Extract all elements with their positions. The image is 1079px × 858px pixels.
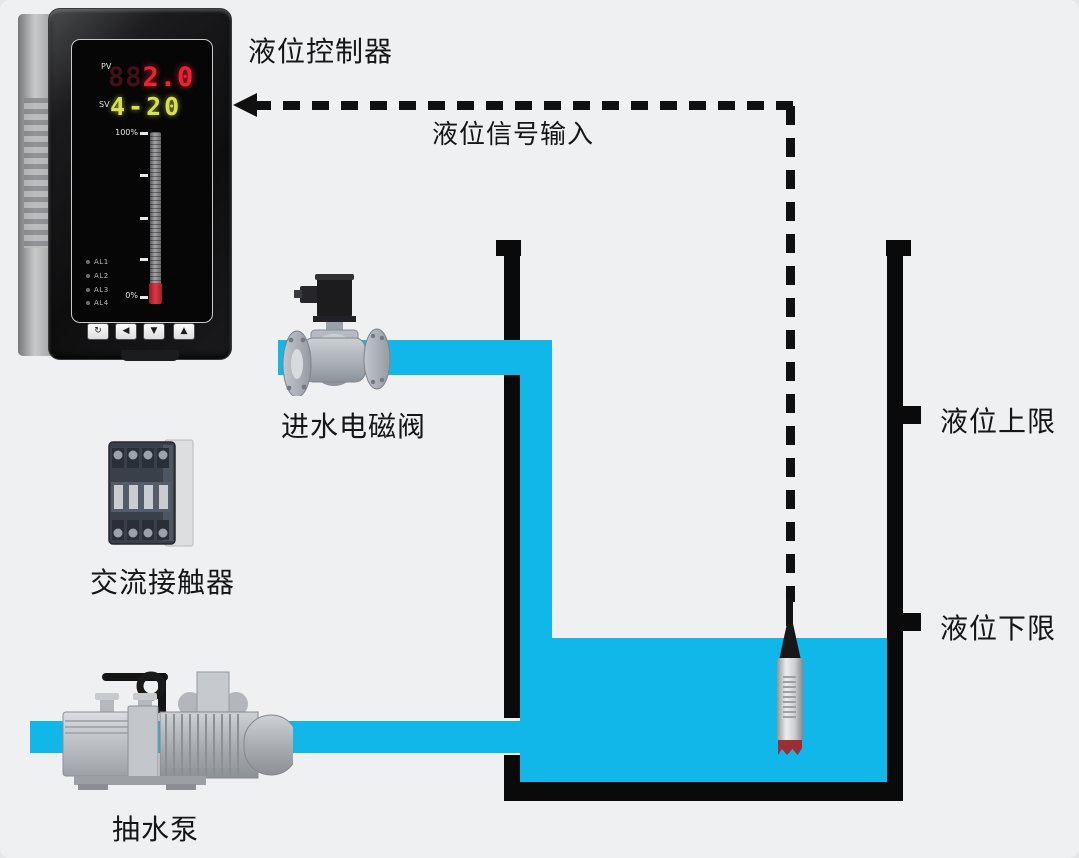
motor-ribbed-body: [159, 711, 259, 779]
signal-line-vertical: [786, 106, 795, 602]
scale-tick: [140, 296, 148, 299]
alarm-led-icon: [86, 274, 90, 278]
controller-display-window: PV 88 2.0 SV 4-20 100% 0% AL1 AL2: [71, 39, 213, 323]
contactor-slots: [114, 485, 168, 509]
water-pump: [62, 671, 293, 790]
level-sensor-tip: [778, 740, 802, 755]
alarm-label: AL1: [94, 258, 109, 266]
alarm-led-icon: [86, 301, 90, 305]
inlet-solenoid-valve: [282, 274, 391, 396]
up-button: ▲: [173, 323, 195, 340]
bargraph-track: [149, 132, 162, 304]
inlet-down-column: [520, 374, 552, 640]
alarm-label: AL2: [94, 272, 109, 280]
upper-limit-label: 液位上限: [940, 407, 1057, 438]
alarm-label: AL4: [94, 299, 109, 307]
alarm-indicator-al4: AL4: [86, 299, 109, 307]
alarm-led-icon: [86, 260, 90, 264]
alarm-indicator-al2: AL2: [86, 272, 109, 280]
controller-mount-tab: [121, 350, 179, 361]
contactor-top-terminals: [112, 448, 169, 468]
pump-foot: [78, 784, 108, 790]
tank-left-wall-middle: [504, 375, 520, 718]
alarm-label: AL3: [94, 286, 109, 294]
level-sensor-body: [777, 658, 803, 742]
controller-label: 液位控制器: [248, 37, 394, 68]
motor-end-cap: [243, 714, 293, 776]
valve-label: 进水电磁阀: [281, 412, 427, 443]
motor-junction-box: [196, 671, 230, 717]
alarm-indicator-al3: AL3: [86, 286, 109, 294]
motor-boss: [224, 692, 248, 716]
alarm-led-icon: [86, 288, 90, 292]
sensor-cable: [786, 598, 793, 626]
down-arrow-icon: ▼: [150, 326, 158, 336]
solenoid-coil-cap: [315, 274, 354, 280]
upper-limit-marker: [903, 406, 921, 424]
sv-label: SV: [99, 100, 110, 109]
scale-100-label: 100%: [115, 128, 138, 137]
lower-limit-marker: [903, 613, 921, 631]
bargraph-level-segment: [149, 283, 162, 304]
controller-front-bezel: PV 88 2.0 SV 4-20 100% 0% AL1 AL2: [48, 8, 232, 361]
motor-ribs: [165, 714, 239, 776]
scale-tick: [140, 217, 148, 220]
pv-readout: 88 2.0: [108, 62, 194, 93]
pv-ghost-digits: 88: [108, 62, 143, 93]
pump-base: [74, 776, 206, 785]
coil-base: [313, 316, 356, 322]
pump-foot: [166, 784, 196, 790]
motor-boss: [178, 692, 202, 716]
cycle-button: ↻: [87, 323, 109, 340]
lower-limit-label: 液位下限: [940, 614, 1057, 645]
vent-slots: [24, 98, 50, 248]
left-arrow-icon: ◀: [122, 326, 130, 336]
left-button: ◀: [115, 323, 137, 340]
coil-connector: [300, 286, 319, 303]
pump-mid-block: [127, 705, 159, 780]
ac-contactor: [108, 439, 194, 547]
pv-label: PV: [101, 62, 112, 71]
sensor-engraving: [783, 676, 796, 718]
valve-body: [302, 337, 366, 383]
down-button: ▼: [143, 323, 165, 340]
tank-right-wall: [887, 240, 903, 801]
cycle-icon: ↻: [94, 326, 102, 336]
valve-right-flange: [363, 328, 391, 390]
pump-label: 抽水泵: [112, 815, 200, 846]
contactor-label: 交流接触器: [90, 568, 236, 599]
scale-tick: [140, 174, 148, 177]
coil-connector-gland: [294, 290, 302, 298]
up-arrow-icon: ▲: [180, 326, 188, 336]
scale-tick: [140, 258, 148, 261]
signal-arrowhead-icon: [233, 93, 257, 117]
sv-value: 4-20: [110, 92, 183, 121]
solenoid-coil: [317, 276, 352, 318]
scale-tick: [140, 132, 148, 135]
pv-value: 2.0: [142, 62, 195, 93]
tank-left-wall-upper: [504, 240, 520, 340]
tank-floor: [504, 782, 903, 801]
level-controller: PV 88 2.0 SV 4-20 100% 0% AL1 AL2: [18, 8, 232, 362]
signal-label: 液位信号输入: [432, 120, 595, 149]
alarm-indicator-al1: AL1: [86, 258, 109, 266]
signal-line-horizontal: [254, 101, 794, 110]
pump-port: [95, 693, 119, 713]
tank-water: [520, 638, 887, 782]
scale-0-label: 0%: [125, 291, 138, 300]
valve-left-flange-hub: [291, 349, 303, 379]
valve-neck: [326, 322, 343, 332]
contactor-bottom-terminals: [112, 520, 169, 540]
